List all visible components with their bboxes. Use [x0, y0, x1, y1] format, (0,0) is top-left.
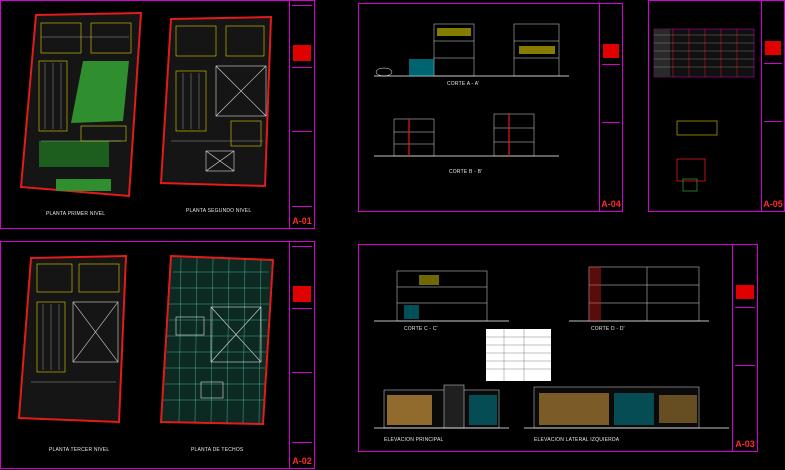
title-block: A-01 [289, 1, 314, 228]
sheet-code: A-01 [292, 216, 312, 226]
sheet-a04: CORTE A - A' CORTE B - B' A-04 [358, 3, 623, 212]
title-block: A-03 [732, 245, 757, 451]
sheet-a03: CORTE C - C' CORTE D - D' ELEVACION PRIN… [358, 244, 758, 452]
title-block: A-05 [761, 1, 784, 211]
logo-mark [293, 45, 311, 61]
logo-mark [603, 44, 619, 58]
sections-aa-bb [374, 23, 569, 157]
logo-mark [736, 285, 754, 299]
caption-second-floor: PLANTA SEGUNDO NIVEL [186, 208, 252, 214]
sheet-a05: A-05 [648, 0, 785, 212]
third-floor-and-roof-plans [17, 254, 275, 426]
sheet-code: A-02 [292, 456, 312, 466]
caption-third-floor: PLANTA TERCER NIVEL [49, 447, 110, 453]
sheet-code: A-03 [735, 439, 755, 449]
caption-front-elevation: ELEVACION PRINCIPAL [384, 437, 444, 443]
caption-side-elevation: ELEVACION LATERAL IZQUIERDA [534, 437, 620, 443]
sheet-a02: PLANTA TERCER NIVEL PLANTA DE TECHOS A-0… [0, 241, 315, 469]
caption-section-bb: CORTE B - B' [449, 169, 483, 175]
first-and-second-floor-plans [19, 11, 273, 198]
logo-mark [765, 41, 781, 55]
caption-section-dd: CORTE D - D' [591, 326, 625, 332]
caption-section-aa: CORTE A - A' [447, 81, 480, 87]
caption-first-floor: PLANTA PRIMER NIVEL [46, 211, 106, 217]
sheet-code: A-05 [763, 199, 783, 209]
finishes-schedule-and-details [653, 28, 755, 192]
sheet-code: A-04 [601, 199, 621, 209]
logo-mark [293, 286, 311, 302]
title-block: A-02 [289, 242, 314, 468]
title-block: A-04 [599, 4, 622, 211]
caption-section-cc: CORTE C - C' [404, 326, 438, 332]
sections-cc-dd-and-elevations [374, 266, 729, 429]
sheet-a01: PLANTA PRIMER NIVEL PLANTA SEGUNDO NIVEL… [0, 0, 315, 229]
caption-roof-plan: PLANTA DE TECHOS [191, 447, 244, 453]
